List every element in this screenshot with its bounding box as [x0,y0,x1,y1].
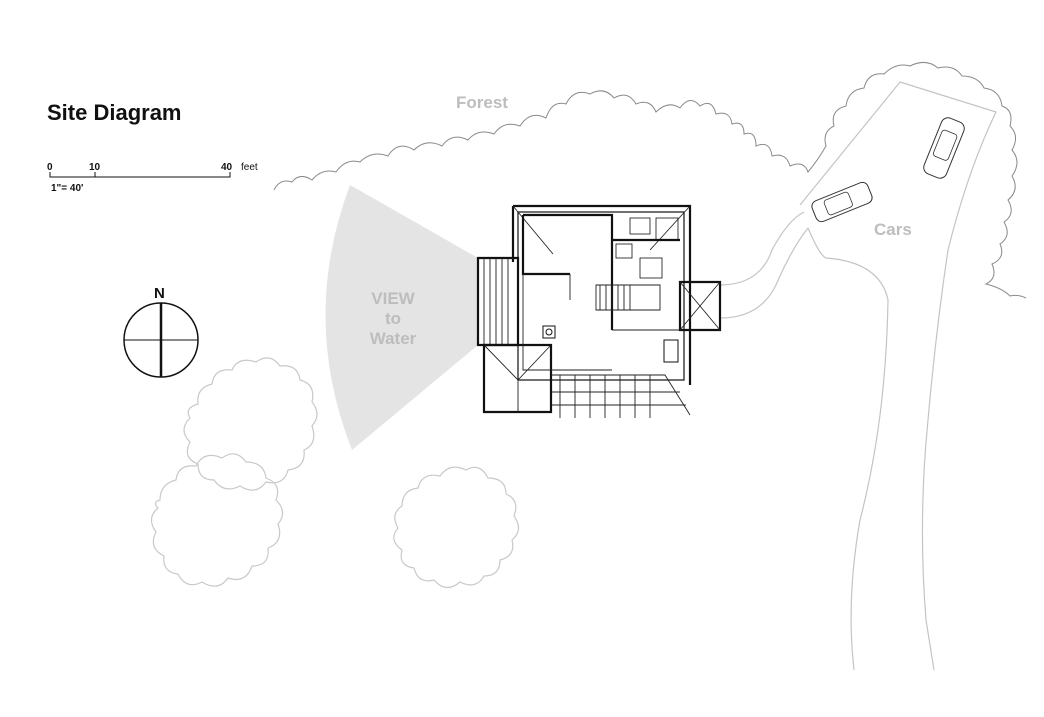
scale-unit: feet [241,162,258,173]
forest-label: Forest [456,93,508,112]
driveway [719,81,997,671]
view-label-line2: to [385,309,401,328]
forest-edge [273,62,1027,299]
scale-bar: 0 10 40 feet 1"= 40' [47,162,258,194]
scale-ratio: 1"= 40' [51,183,83,194]
scale-bar-line [49,172,231,178]
cars-label: Cars [874,220,912,239]
tree-left-upper [183,357,318,491]
view-label-line1: VIEW [371,289,415,308]
house-floor-plan [476,204,722,418]
tree-center [393,466,520,589]
page-title: Site Diagram [47,100,182,125]
scale-tick-0: 0 [47,162,53,173]
view-label: VIEW to Water [370,289,417,348]
tree-left-lower [150,453,284,587]
scale-tick-40: 40 [221,162,233,173]
view-wedge [325,185,478,450]
car-1 [811,181,873,223]
north-arrow: N [123,285,199,378]
north-label: N [154,285,165,302]
scale-tick-10: 10 [89,162,101,173]
view-label-line3: Water [370,329,417,348]
car-2 [923,117,965,179]
